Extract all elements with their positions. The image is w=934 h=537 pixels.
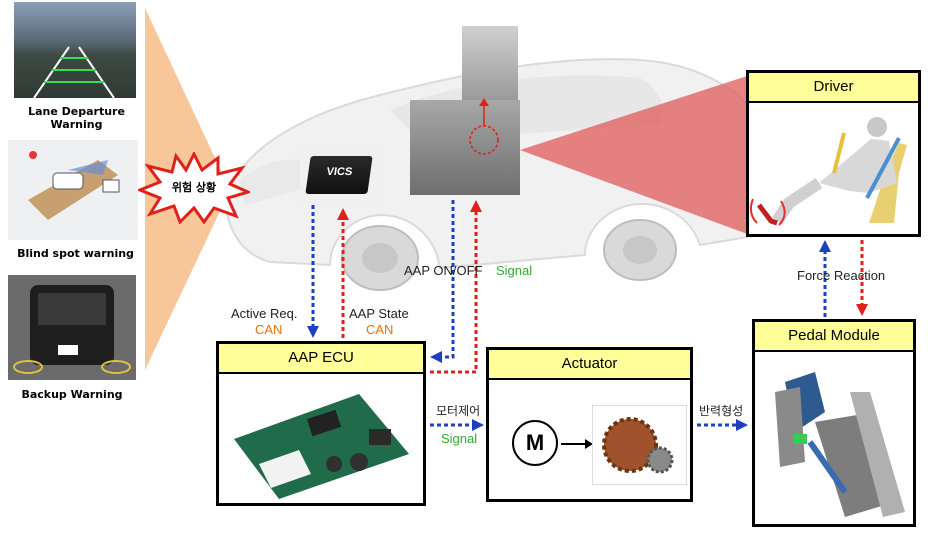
interior-top-image xyxy=(462,26,518,100)
driver-box: Driver xyxy=(746,70,921,237)
lane-departure-image xyxy=(14,2,136,99)
blind-spot-image xyxy=(8,140,138,240)
aap-ecu-box: AAP ECU xyxy=(216,341,426,506)
motor-control-signal-label: Signal xyxy=(441,431,478,446)
aap-state-label: AAP State xyxy=(349,306,409,321)
backup-image xyxy=(8,275,136,380)
active-req-label: Active Req. xyxy=(231,306,298,321)
interior-image xyxy=(410,100,520,195)
danger-burst-icon xyxy=(138,152,250,224)
aap-state-bus-label: CAN xyxy=(366,322,394,337)
driver-title: Driver xyxy=(749,73,918,103)
pedal-illustration xyxy=(775,372,905,517)
reaction-forming-label: 반력형성 xyxy=(699,404,744,418)
driver-illustration xyxy=(749,117,907,226)
ecu-board-illustration xyxy=(234,394,409,499)
aap-onoff-signal-label: Signal xyxy=(496,263,533,278)
caption-backup: Backup Warning xyxy=(21,388,123,401)
danger-label: 위험 상황 xyxy=(171,181,217,194)
pedal-module-box: Pedal Module xyxy=(752,319,916,527)
motor-to-gear-arrow xyxy=(561,439,593,449)
aap-ecu-title: AAP ECU xyxy=(219,344,423,374)
aap-onoff-label: AAP ON/OFF xyxy=(404,263,483,278)
pedal-module-title: Pedal Module xyxy=(755,322,913,352)
caption-blind-spot: Blind spot warning xyxy=(17,247,134,260)
motor-control-label: 모터제어 xyxy=(436,404,481,418)
actuator-box: Actuator M xyxy=(486,347,693,502)
motor-label: M xyxy=(525,430,545,455)
gear-illustration xyxy=(592,405,687,485)
actuator-title: Actuator xyxy=(489,350,690,380)
active-req-bus-label: CAN xyxy=(255,322,283,337)
motor-symbol xyxy=(512,420,558,466)
caption-lane-departure: Lane Departure Warning xyxy=(28,105,125,131)
force-reaction-label: Force Reaction xyxy=(797,268,886,283)
